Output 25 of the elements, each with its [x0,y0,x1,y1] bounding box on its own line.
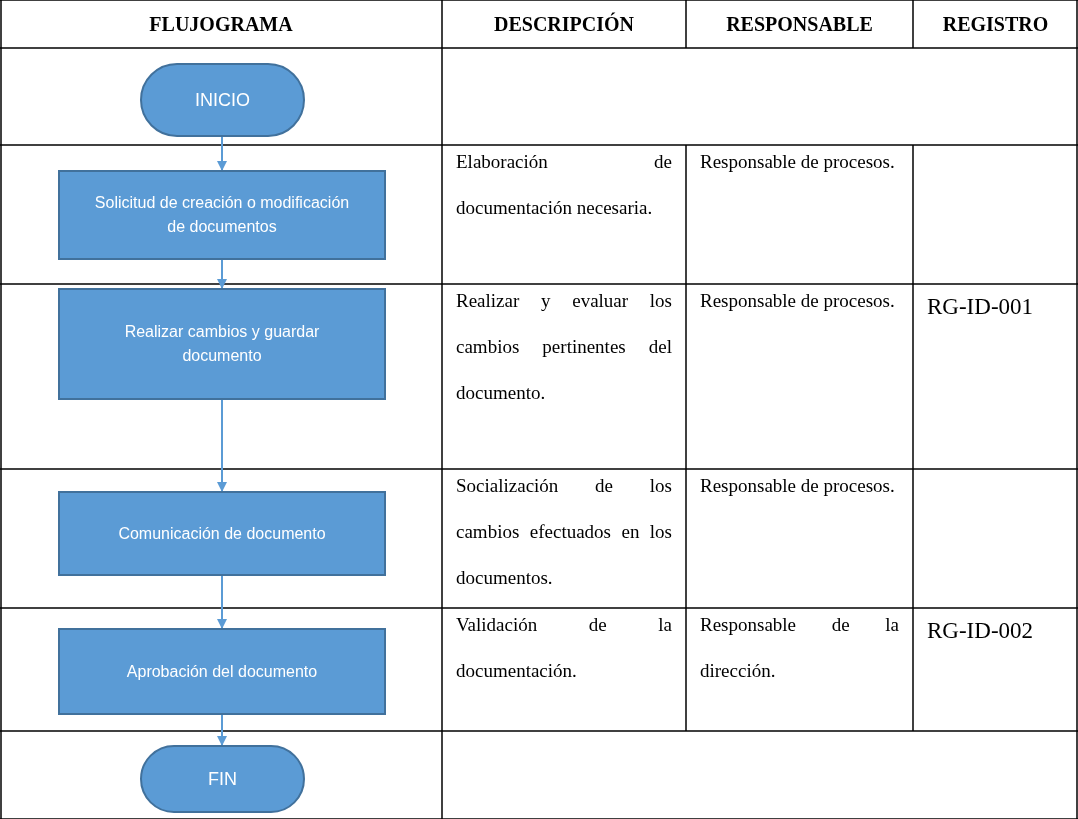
description-text: Validación de la documentación. [456,613,672,683]
column-header: DESCRIPCIÓN [493,11,635,37]
description-text: Elaboración de documentación necesaria. [456,150,672,220]
responsible-text: Responsable de procesos. [700,150,896,174]
description-text: Socialización de los cambios efectuados en los documentos. [456,474,672,590]
arrow [217,399,227,492]
record-code: RG-ID-001 [927,293,1035,321]
process-box: Aprobación del documento [58,628,386,715]
responsible-text: Responsable de la dirección. [700,613,899,683]
responsible-text: Responsable de procesos. [700,474,896,498]
description-text: Realizar y evaluar los cambios pertinentes del documento. [456,289,672,405]
arrow [217,259,227,289]
arrow [217,714,227,746]
arrow [217,575,227,629]
column-header: REGISTRO [941,12,1050,37]
column-header: FLUJOGRAMA [148,12,294,37]
responsible-text: Responsable de procesos. [700,289,896,313]
column-header: RESPONSABLE [725,12,874,37]
start-terminal: INICIO [140,63,305,137]
process-box: Comunicación de documento [58,491,386,576]
arrow [217,136,227,171]
record-code: RG-ID-002 [927,617,1035,645]
end-terminal: FIN [140,745,305,813]
process-box: Realizar cambios y guardar documento [58,288,386,400]
process-box: Solicitud de creación o modificación de documentos [58,170,386,260]
